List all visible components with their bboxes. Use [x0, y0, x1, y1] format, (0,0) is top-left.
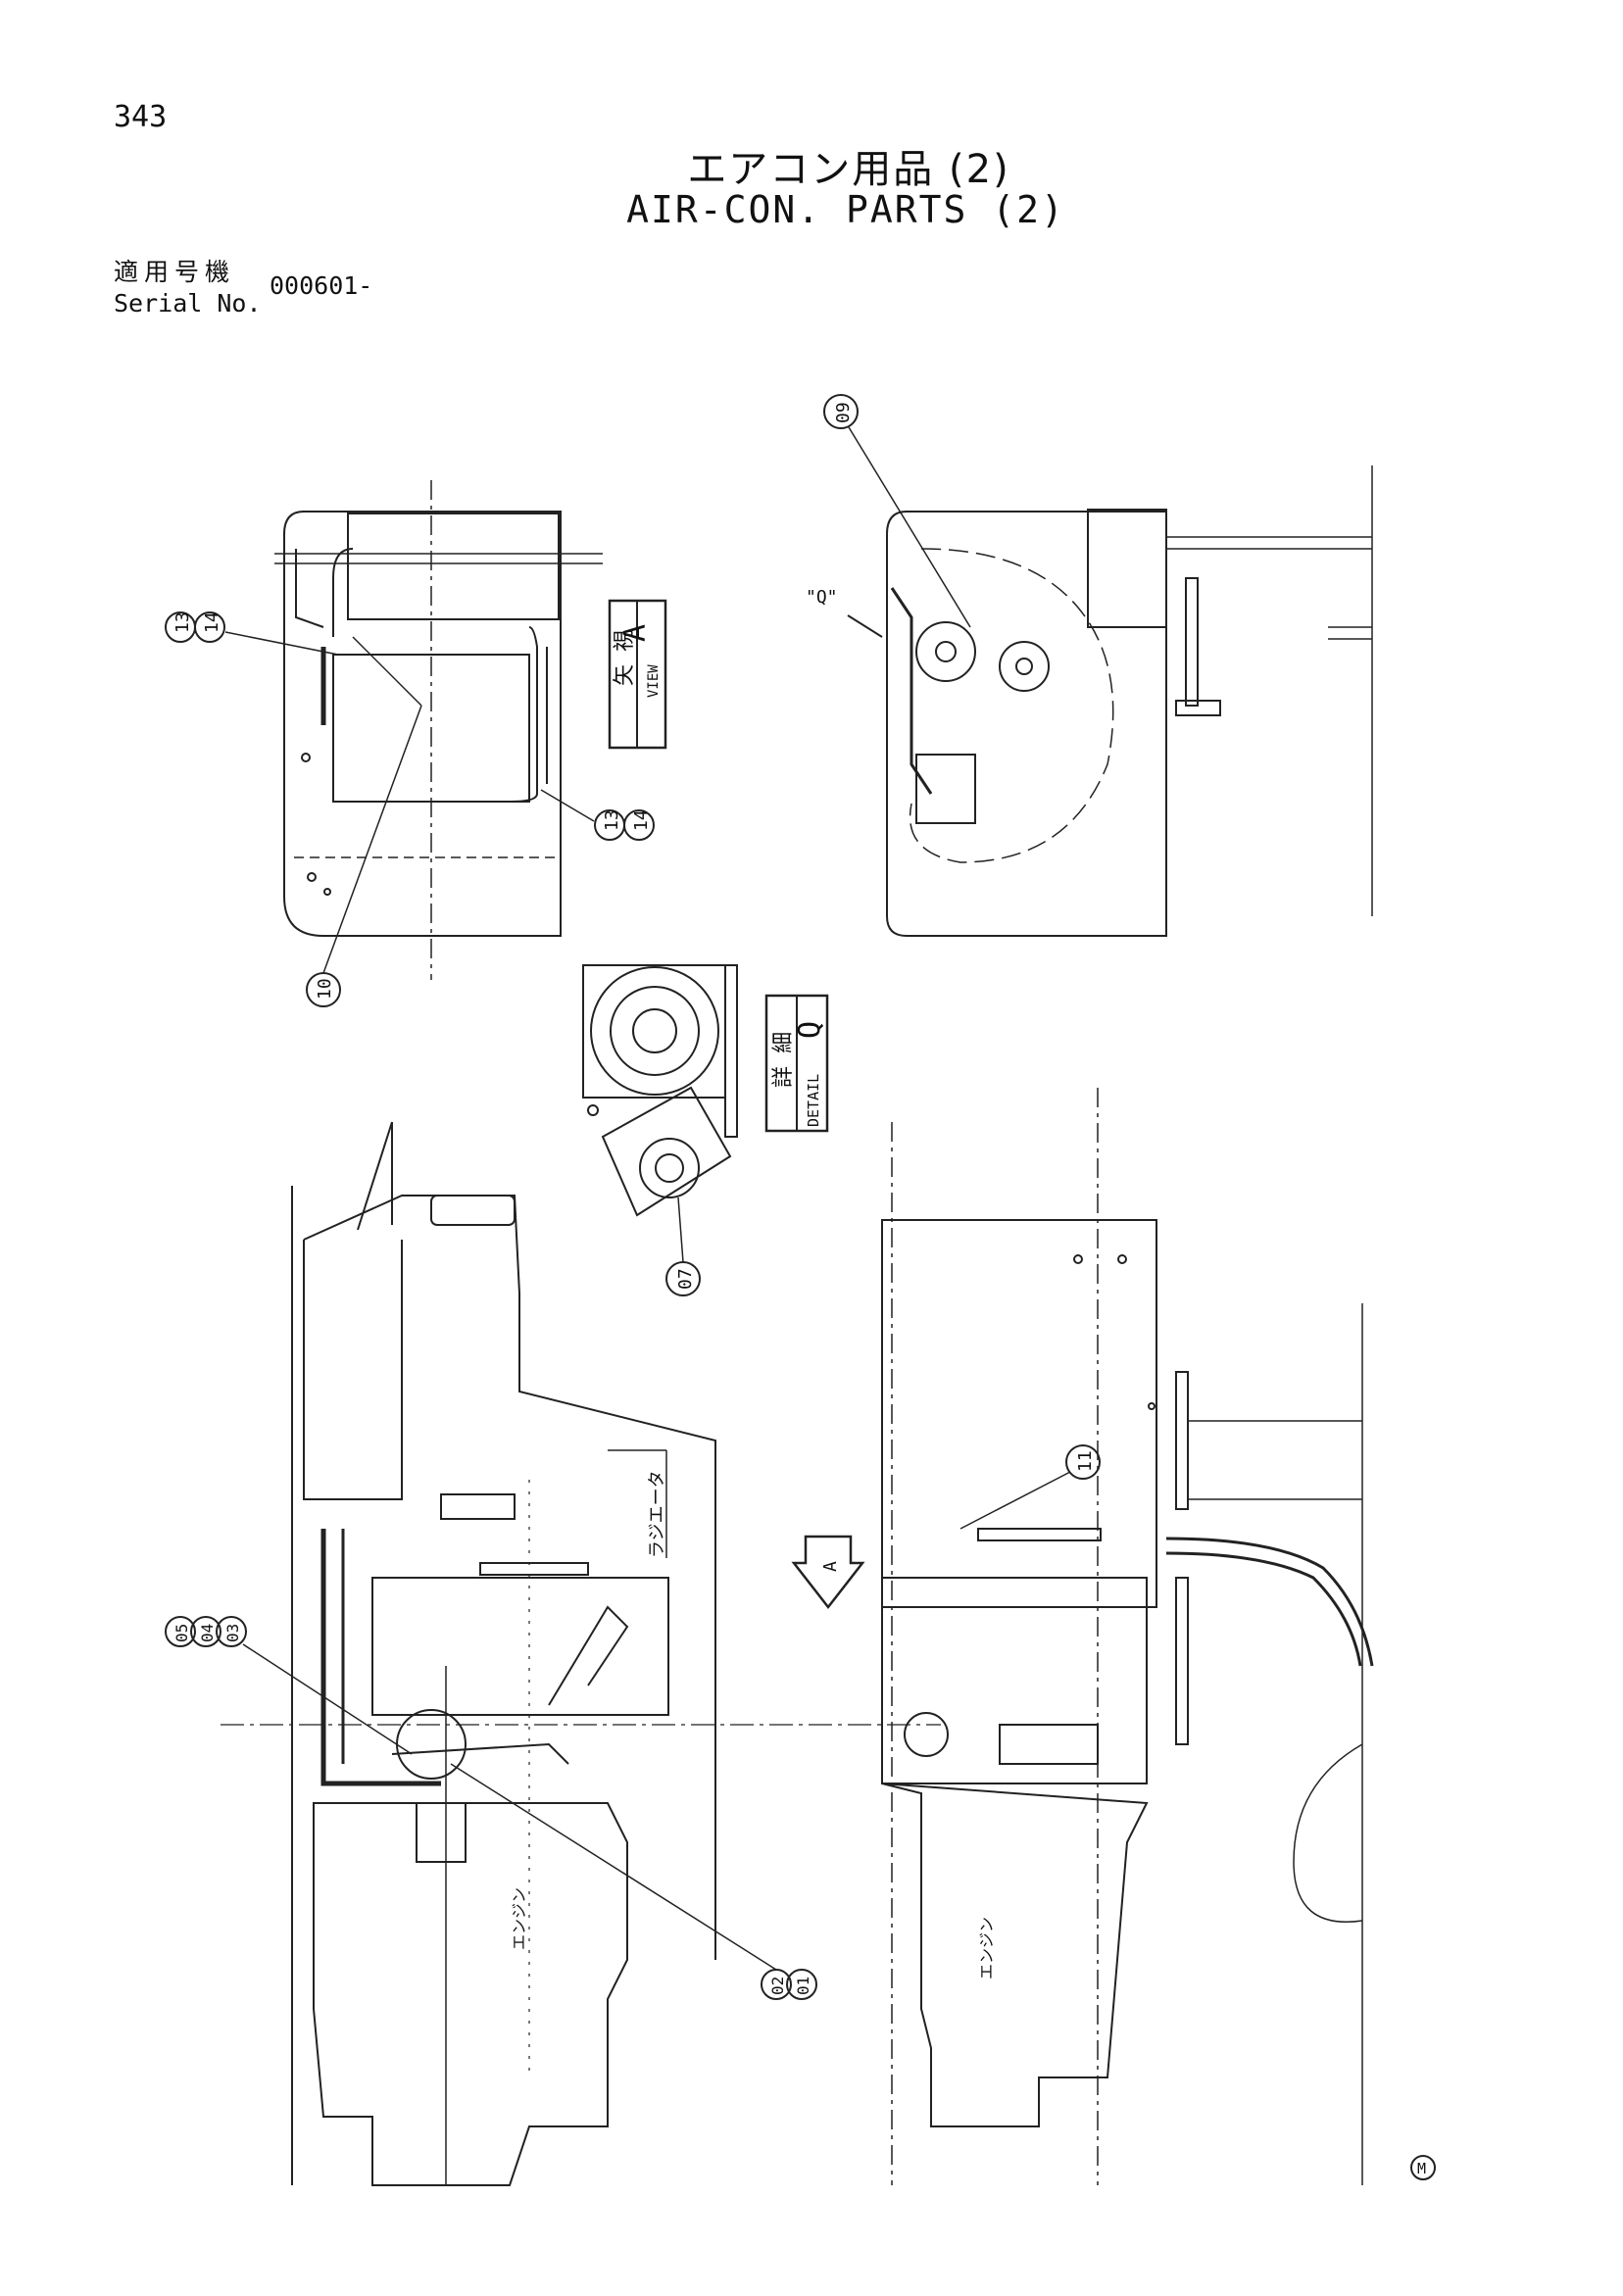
serial-number-value: 000601-	[270, 271, 373, 300]
detail-q-label-box: 詳 細 DETAIL Q	[764, 994, 829, 1133]
footer-mark-letter: M	[1417, 2160, 1426, 2177]
callout-11-text: 11	[1075, 1450, 1096, 1472]
callout-04	[190, 1616, 221, 1647]
detail-label-japanese: 詳 細	[771, 1032, 796, 1088]
radiator-label: ラジエータ	[647, 1470, 667, 1558]
callout-07-text: 07	[675, 1268, 696, 1290]
arrow-a-letter: A	[820, 1561, 841, 1572]
callout-01	[786, 1969, 817, 2000]
callout-11-group: 11	[959, 1444, 1101, 1530]
engine-label-right: エンジン	[977, 1917, 996, 1979]
view-label-english: VIEW	[646, 664, 662, 698]
callout-13-lower-text: 13	[602, 809, 622, 831]
top-right-plan-drawing: "Q"	[806, 465, 1373, 937]
callout-09-group: 09	[823, 394, 971, 628]
detail-label-english: DETAIL	[805, 1074, 822, 1127]
serial-label-english: Serial No.	[114, 289, 262, 318]
callout-02-text: 02	[768, 1977, 787, 1995]
callout-14-lower-text: 14	[631, 809, 652, 831]
view-a-plan-drawing	[274, 480, 603, 980]
page-number: 343	[114, 100, 168, 134]
arrow-a-indicator: A	[791, 1535, 865, 1610]
callout-14-lower	[623, 809, 655, 841]
bottom-left-side-drawing: ラジエータ エンジン	[221, 1121, 941, 2186]
view-letter: A	[618, 624, 653, 642]
detail-q-marker: "Q"	[806, 587, 838, 608]
callouts-view-a: 13 14 13 14 10	[165, 611, 655, 1007]
bottom-right-side-drawing: エンジン	[881, 1088, 1374, 2185]
engine-label-left: エンジン	[510, 1887, 528, 1950]
callout-11	[1065, 1444, 1101, 1480]
callout-01-text: 01	[794, 1977, 812, 1995]
callout-05	[165, 1616, 196, 1647]
detail-q-drawing	[582, 964, 738, 1217]
callout-03-text: 03	[223, 1624, 242, 1642]
callout-14-upper	[194, 611, 225, 643]
title-japanese: エアコン用品 (2)	[687, 147, 1010, 192]
callout-03	[216, 1616, 247, 1647]
title-english: AIR-CON. PARTS (2)	[626, 188, 1065, 231]
callout-10-text: 10	[315, 978, 335, 1000]
view-label-japanese: 矢 視	[613, 630, 637, 686]
detail-letter: Q	[793, 1021, 827, 1039]
footer-mark: M	[1410, 2155, 1436, 2180]
callout-05-text: 05	[172, 1624, 191, 1642]
callout-04-text: 04	[198, 1624, 217, 1642]
callout-09	[823, 394, 859, 429]
callout-09-text: 09	[833, 402, 854, 423]
serial-label-japanese: 適用号機	[114, 258, 236, 286]
callout-13-upper-text: 13	[172, 611, 193, 633]
view-a-label-box: 矢 視 VIEW A	[608, 599, 667, 750]
callouts-bottom-left: 05 04 03 02 01	[165, 1616, 817, 2000]
callout-07-group: 07	[665, 1197, 701, 1296]
callout-14-upper-text: 14	[202, 611, 222, 633]
